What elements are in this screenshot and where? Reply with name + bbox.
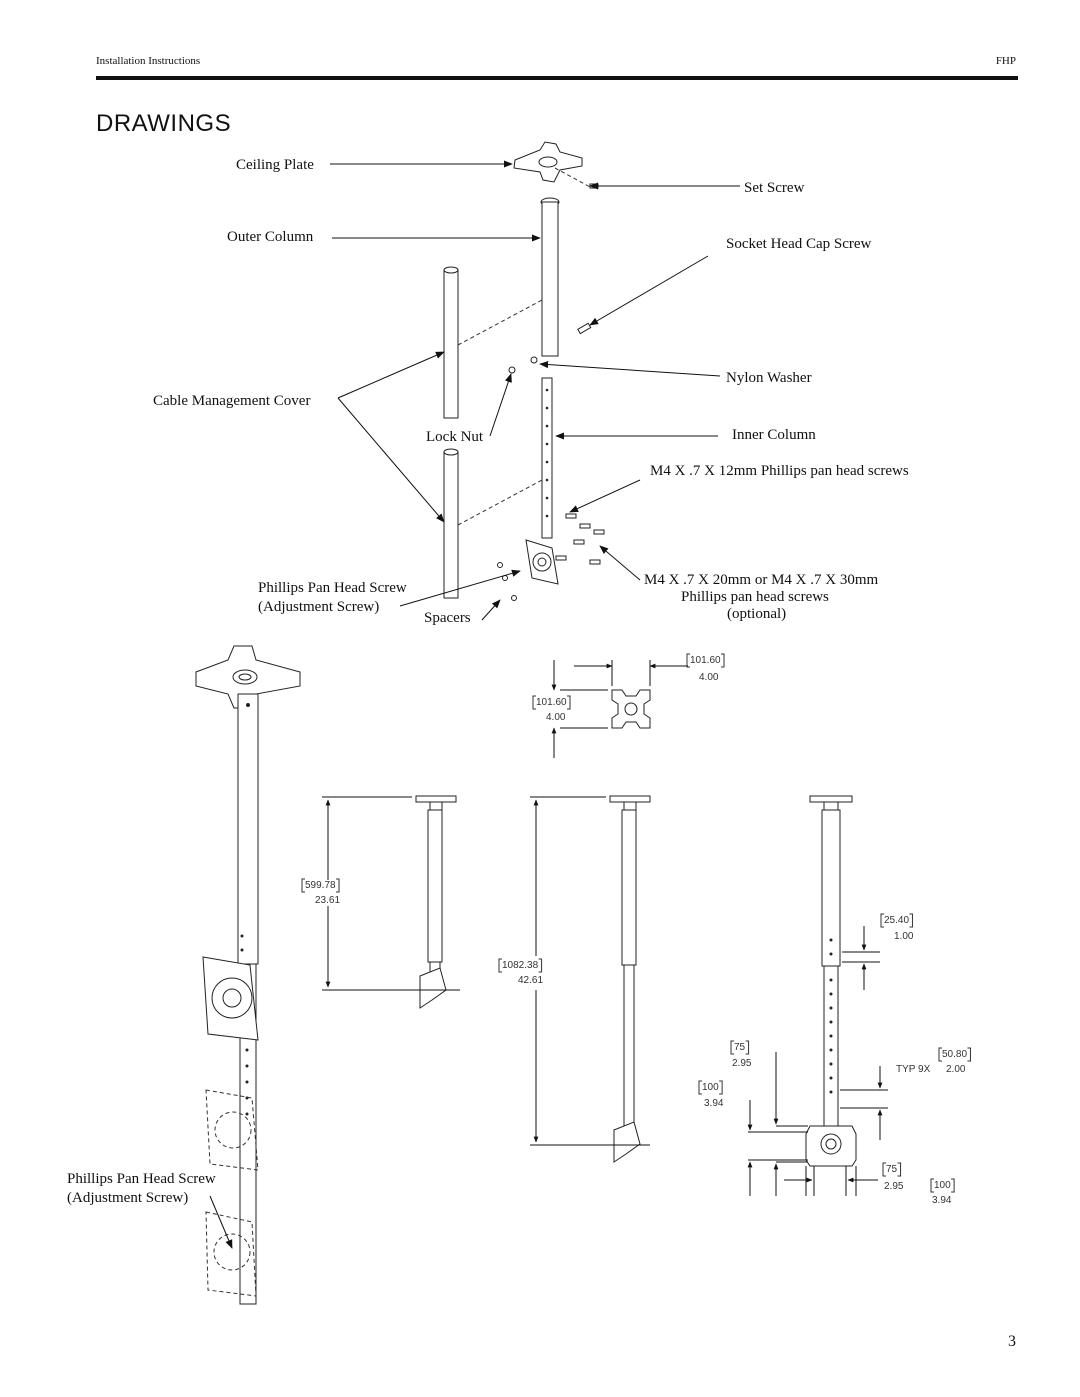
dim-short-mm: 599.78 [305, 880, 336, 891]
header-left: Installation Instructions [96, 55, 201, 67]
label-spacers: Spacers [424, 610, 471, 626]
label-assembled-adj-line1: Phillips Pan Head Screw [67, 1171, 216, 1187]
label-nylon-washer: Nylon Washer [726, 370, 812, 386]
page-title: DRAWINGS [96, 110, 232, 137]
dim-long-mm: 1082.38 [502, 960, 539, 971]
assembled-view: Phillips Pan Head Screw (Adjustment Scre… [67, 645, 301, 1305]
label-set-screw: Set Screw [744, 180, 805, 196]
outer-column-part [540, 197, 560, 357]
label-m4-12mm: M4 X .7 X 12mm Phillips pan head screws [650, 463, 909, 479]
long-column-view: 1082.38 42.61 [498, 795, 651, 1163]
dim-bracket [532, 695, 571, 710]
label-lock-nut: Lock Nut [426, 429, 484, 445]
dim-bracket [686, 653, 725, 668]
header-rule [96, 76, 1018, 80]
label-ceiling-plate: Ceiling Plate [236, 157, 314, 173]
label-outer-column: Outer Column [227, 229, 314, 245]
dim-vesa100-mm: 100 [702, 1082, 719, 1093]
nylon-washer-part [530, 356, 538, 364]
cable-cover-upper-part [443, 266, 459, 419]
label-adj-screw-line2: (Adjustment Screw) [258, 599, 379, 615]
inner-column-part [541, 377, 553, 539]
dim-typ-label: TYP 9X [896, 1064, 931, 1075]
dim-typ-mm: 50.80 [942, 1049, 967, 1060]
dim-bottom100-in: 3.94 [932, 1195, 952, 1206]
dim-bracket [882, 1162, 902, 1177]
ceiling-plate-part [513, 141, 583, 183]
dim-bracket [698, 1080, 723, 1095]
exploded-view: Ceiling Plate Set Screw Outer Column Soc… [153, 141, 909, 626]
cap-screw-part [577, 322, 592, 335]
page-number: 3 [1008, 1333, 1016, 1350]
plate-dimension-view: 101.60 4.00 101.60 4.00 [532, 653, 725, 758]
dim-plate-width-mm: 101.60 [690, 655, 721, 666]
dim-bracket [301, 878, 340, 893]
dim-bottom100-mm: 100 [934, 1180, 951, 1191]
dim-plate-height-mm: 101.60 [536, 697, 567, 708]
label-assembled-adj-line2: (Adjustment Screw) [67, 1190, 188, 1206]
label-socket-head-cap-screw: Socket Head Cap Screw [726, 236, 872, 252]
dim-bracket [730, 1040, 750, 1055]
label-inner-column: Inner Column [732, 427, 816, 443]
dim-typ-in: 2.00 [946, 1064, 966, 1075]
cable-cover-lower-part [443, 448, 459, 599]
dim-bracket [498, 958, 543, 973]
dim-vesa75-in: 2.95 [732, 1058, 752, 1069]
dim-pitch-in: 1.00 [894, 931, 914, 942]
dim-vesa100-in: 3.94 [704, 1098, 724, 1109]
label-adj-screw-line1: Phillips Pan Head Screw [258, 580, 407, 596]
label-m4-long-line2: Phillips pan head screws [681, 589, 829, 605]
dim-pitch-mm: 25.40 [884, 915, 909, 926]
short-column-view: 599.78 23.61 [301, 795, 460, 1009]
lock-nut-part [508, 366, 516, 374]
dim-long-in: 42.61 [518, 975, 543, 986]
tilt-head-part [525, 539, 559, 585]
dim-bracket [930, 1178, 955, 1193]
dim-bracket [938, 1047, 971, 1062]
front-view: 25.40 1.00 75 2.95 100 3.94 TYP 9X 50.80… [698, 795, 971, 1206]
label-m4-long-line1: M4 X .7 X 20mm or M4 X .7 X 30mm [644, 572, 879, 588]
dim-plate-height-in: 4.00 [546, 712, 566, 723]
dim-plate-width-in: 4.00 [699, 672, 719, 683]
m4-screws-part [497, 513, 605, 601]
label-m4-long-line3: (optional) [727, 606, 786, 622]
dim-bottom75-mm: 75 [886, 1164, 898, 1175]
dim-bottom75-in: 2.95 [884, 1181, 904, 1192]
dim-vesa75-mm: 75 [734, 1042, 746, 1053]
label-cable-management-cover: Cable Management Cover [153, 393, 310, 409]
dim-short-in: 23.61 [315, 895, 340, 906]
dim-bracket [880, 913, 913, 928]
header-right: FHP [995, 55, 1016, 67]
